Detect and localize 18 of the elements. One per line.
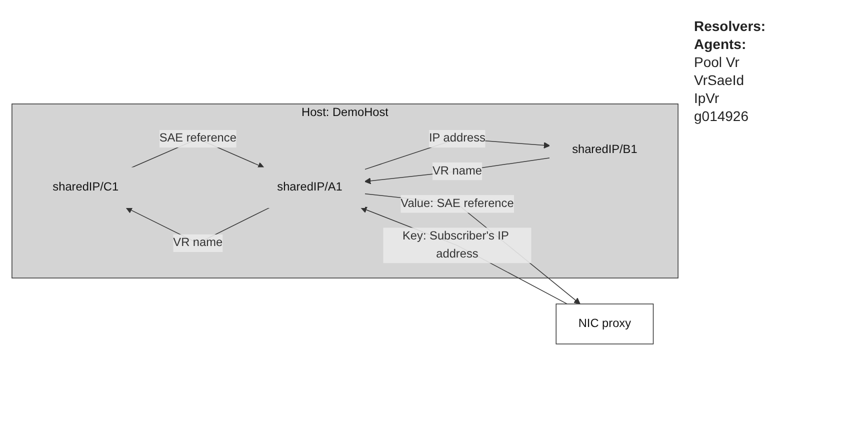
edge-label: Key: Subscriber's IP address	[402, 229, 509, 260]
arrow	[360, 206, 568, 304]
heading-label: Agents:	[694, 36, 748, 52]
heading-label: Resolvers:	[694, 18, 767, 34]
text-label: VrSaeId	[694, 72, 746, 88]
edge-label: VR name	[432, 164, 482, 177]
text-label: g014926	[694, 108, 750, 124]
edge-label: IP address	[429, 132, 486, 144]
edge-label: SAE reference	[159, 132, 236, 144]
node-text: sharedIP/A1	[277, 180, 342, 194]
node-box: NIC proxy	[556, 303, 654, 344]
arrow	[364, 157, 550, 184]
text-label: IpVr	[694, 90, 720, 106]
node-text: sharedIP/C1	[52, 180, 119, 194]
edge-label: Value: SAE reference	[400, 196, 514, 210]
node-text: sharedIP/B1	[572, 142, 638, 156]
edge-label: VR name	[173, 236, 223, 249]
text-label: Pool Vr	[694, 54, 740, 70]
